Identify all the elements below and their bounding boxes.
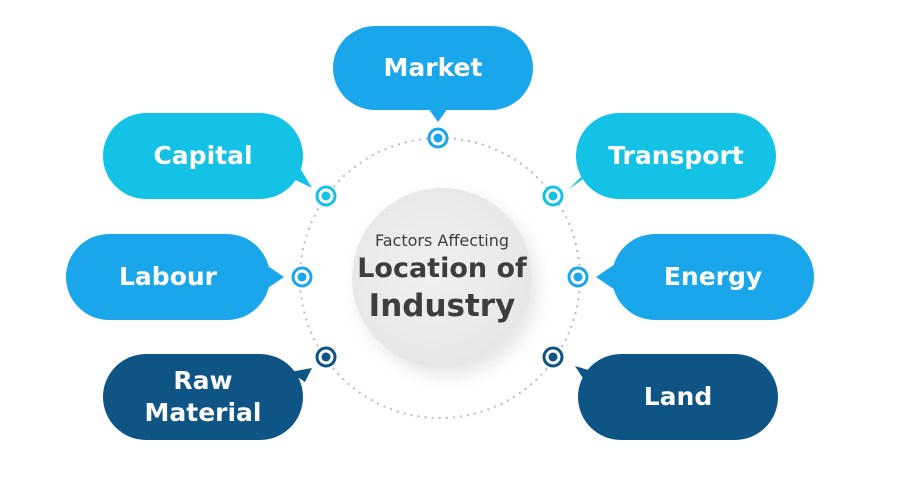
factor-label: Market bbox=[383, 53, 483, 82]
factor-labour: Labour bbox=[66, 234, 270, 320]
center-subtitle: Factors Affecting bbox=[374, 230, 510, 250]
raw-material-marker bbox=[315, 346, 337, 368]
labour-marker bbox=[291, 266, 313, 288]
center-title-line2: Industry bbox=[368, 287, 516, 324]
factor-raw-material: Raw Material bbox=[103, 354, 303, 440]
factor-capital: Capital bbox=[103, 113, 303, 199]
factor-transport: Transport bbox=[576, 113, 776, 199]
factor-energy: Energy bbox=[612, 234, 814, 320]
factor-label: Land bbox=[643, 382, 713, 411]
capital-marker bbox=[315, 185, 337, 207]
factor-label: Energy bbox=[663, 262, 763, 291]
factor-label: Transport bbox=[608, 141, 744, 170]
factor-label: Capital bbox=[153, 141, 253, 170]
transport-marker bbox=[542, 185, 564, 207]
central-topic: Factors Affecting Location of Industry bbox=[352, 188, 532, 368]
raw-material-tail bbox=[290, 368, 312, 382]
energy-marker bbox=[567, 266, 589, 288]
factor-label-line1: Raw bbox=[173, 366, 233, 395]
market-tail bbox=[428, 108, 448, 122]
center-title-line1: Location of bbox=[357, 252, 527, 284]
market-marker bbox=[427, 127, 449, 149]
factor-label-line2: Material bbox=[144, 398, 262, 427]
factor-market: Market bbox=[333, 26, 533, 110]
factor-land: Land bbox=[578, 354, 778, 440]
factor-label: Labour bbox=[119, 262, 217, 291]
land-marker bbox=[542, 346, 564, 368]
